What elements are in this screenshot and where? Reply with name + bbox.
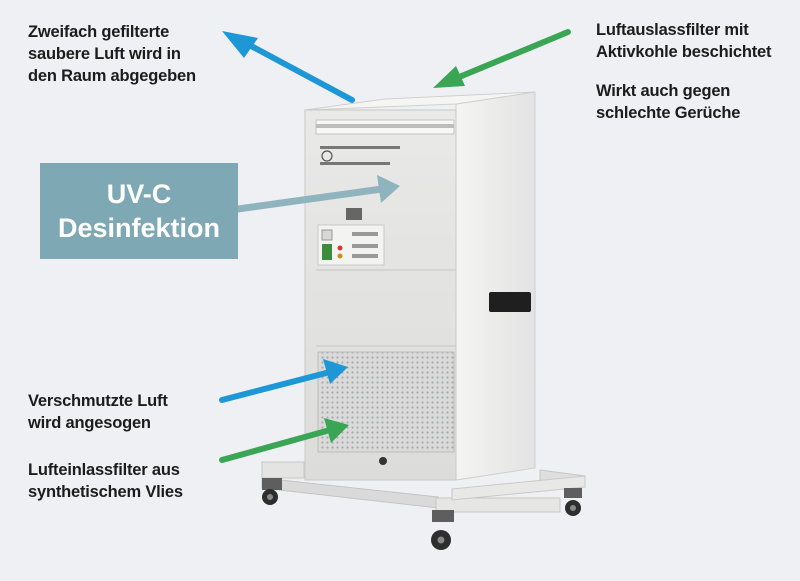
label-line: Aktivkohle beschichtet [596, 43, 772, 61]
arrow-uvc [234, 175, 400, 213]
control-panel [317, 224, 385, 266]
label-line: Luftauslassfilter mit [596, 21, 749, 39]
label-line: den Raum abgegeben [28, 67, 196, 85]
arrow-intake-air [219, 359, 348, 403]
label-line: schlechte Gerüche [596, 104, 741, 122]
wheels [262, 478, 582, 550]
label-outlet-filter: Luftauslassfilter mit Aktivkohle beschic… [596, 19, 796, 63]
uvc-disinfection-box: UV-C Desinfektion [40, 163, 238, 259]
arrow-intake-filter [219, 418, 349, 463]
arrow-outlet-air [222, 31, 355, 103]
label-line: Verschmutzte Luft [28, 392, 168, 410]
label-line: wird angesogen [28, 414, 151, 432]
label-line: Wirkt auch gegen [596, 82, 731, 100]
label-line: saubere Luft wird in [28, 45, 181, 63]
side-handle [489, 292, 531, 312]
label-clean-air-output: Zweifach gefilterte saubere Luft wird in… [28, 21, 258, 87]
label-odor-effect: Wirkt auch gegen schlechte Gerüche [596, 80, 796, 124]
uvc-disinfection-label: UV-C Desinfektion [58, 177, 220, 245]
stand [261, 461, 586, 513]
label-line: Zweifach gefilterte [28, 23, 170, 41]
side-panel [455, 91, 536, 481]
label-line: Desinfektion [57, 213, 221, 243]
label-line: synthetischem Vlies [28, 483, 183, 501]
arrow-outlet-filter [433, 29, 571, 88]
top-panel [304, 91, 536, 111]
label-intake-filter: Lufteinlassfilter aus synthetischem Vlie… [28, 459, 248, 503]
label-polluted-air-intake: Verschmutzte Luft wird angesogen [28, 390, 228, 434]
label-line: Lufteinlassfilter aus [28, 461, 180, 479]
label-line: UV-C [106, 179, 172, 209]
